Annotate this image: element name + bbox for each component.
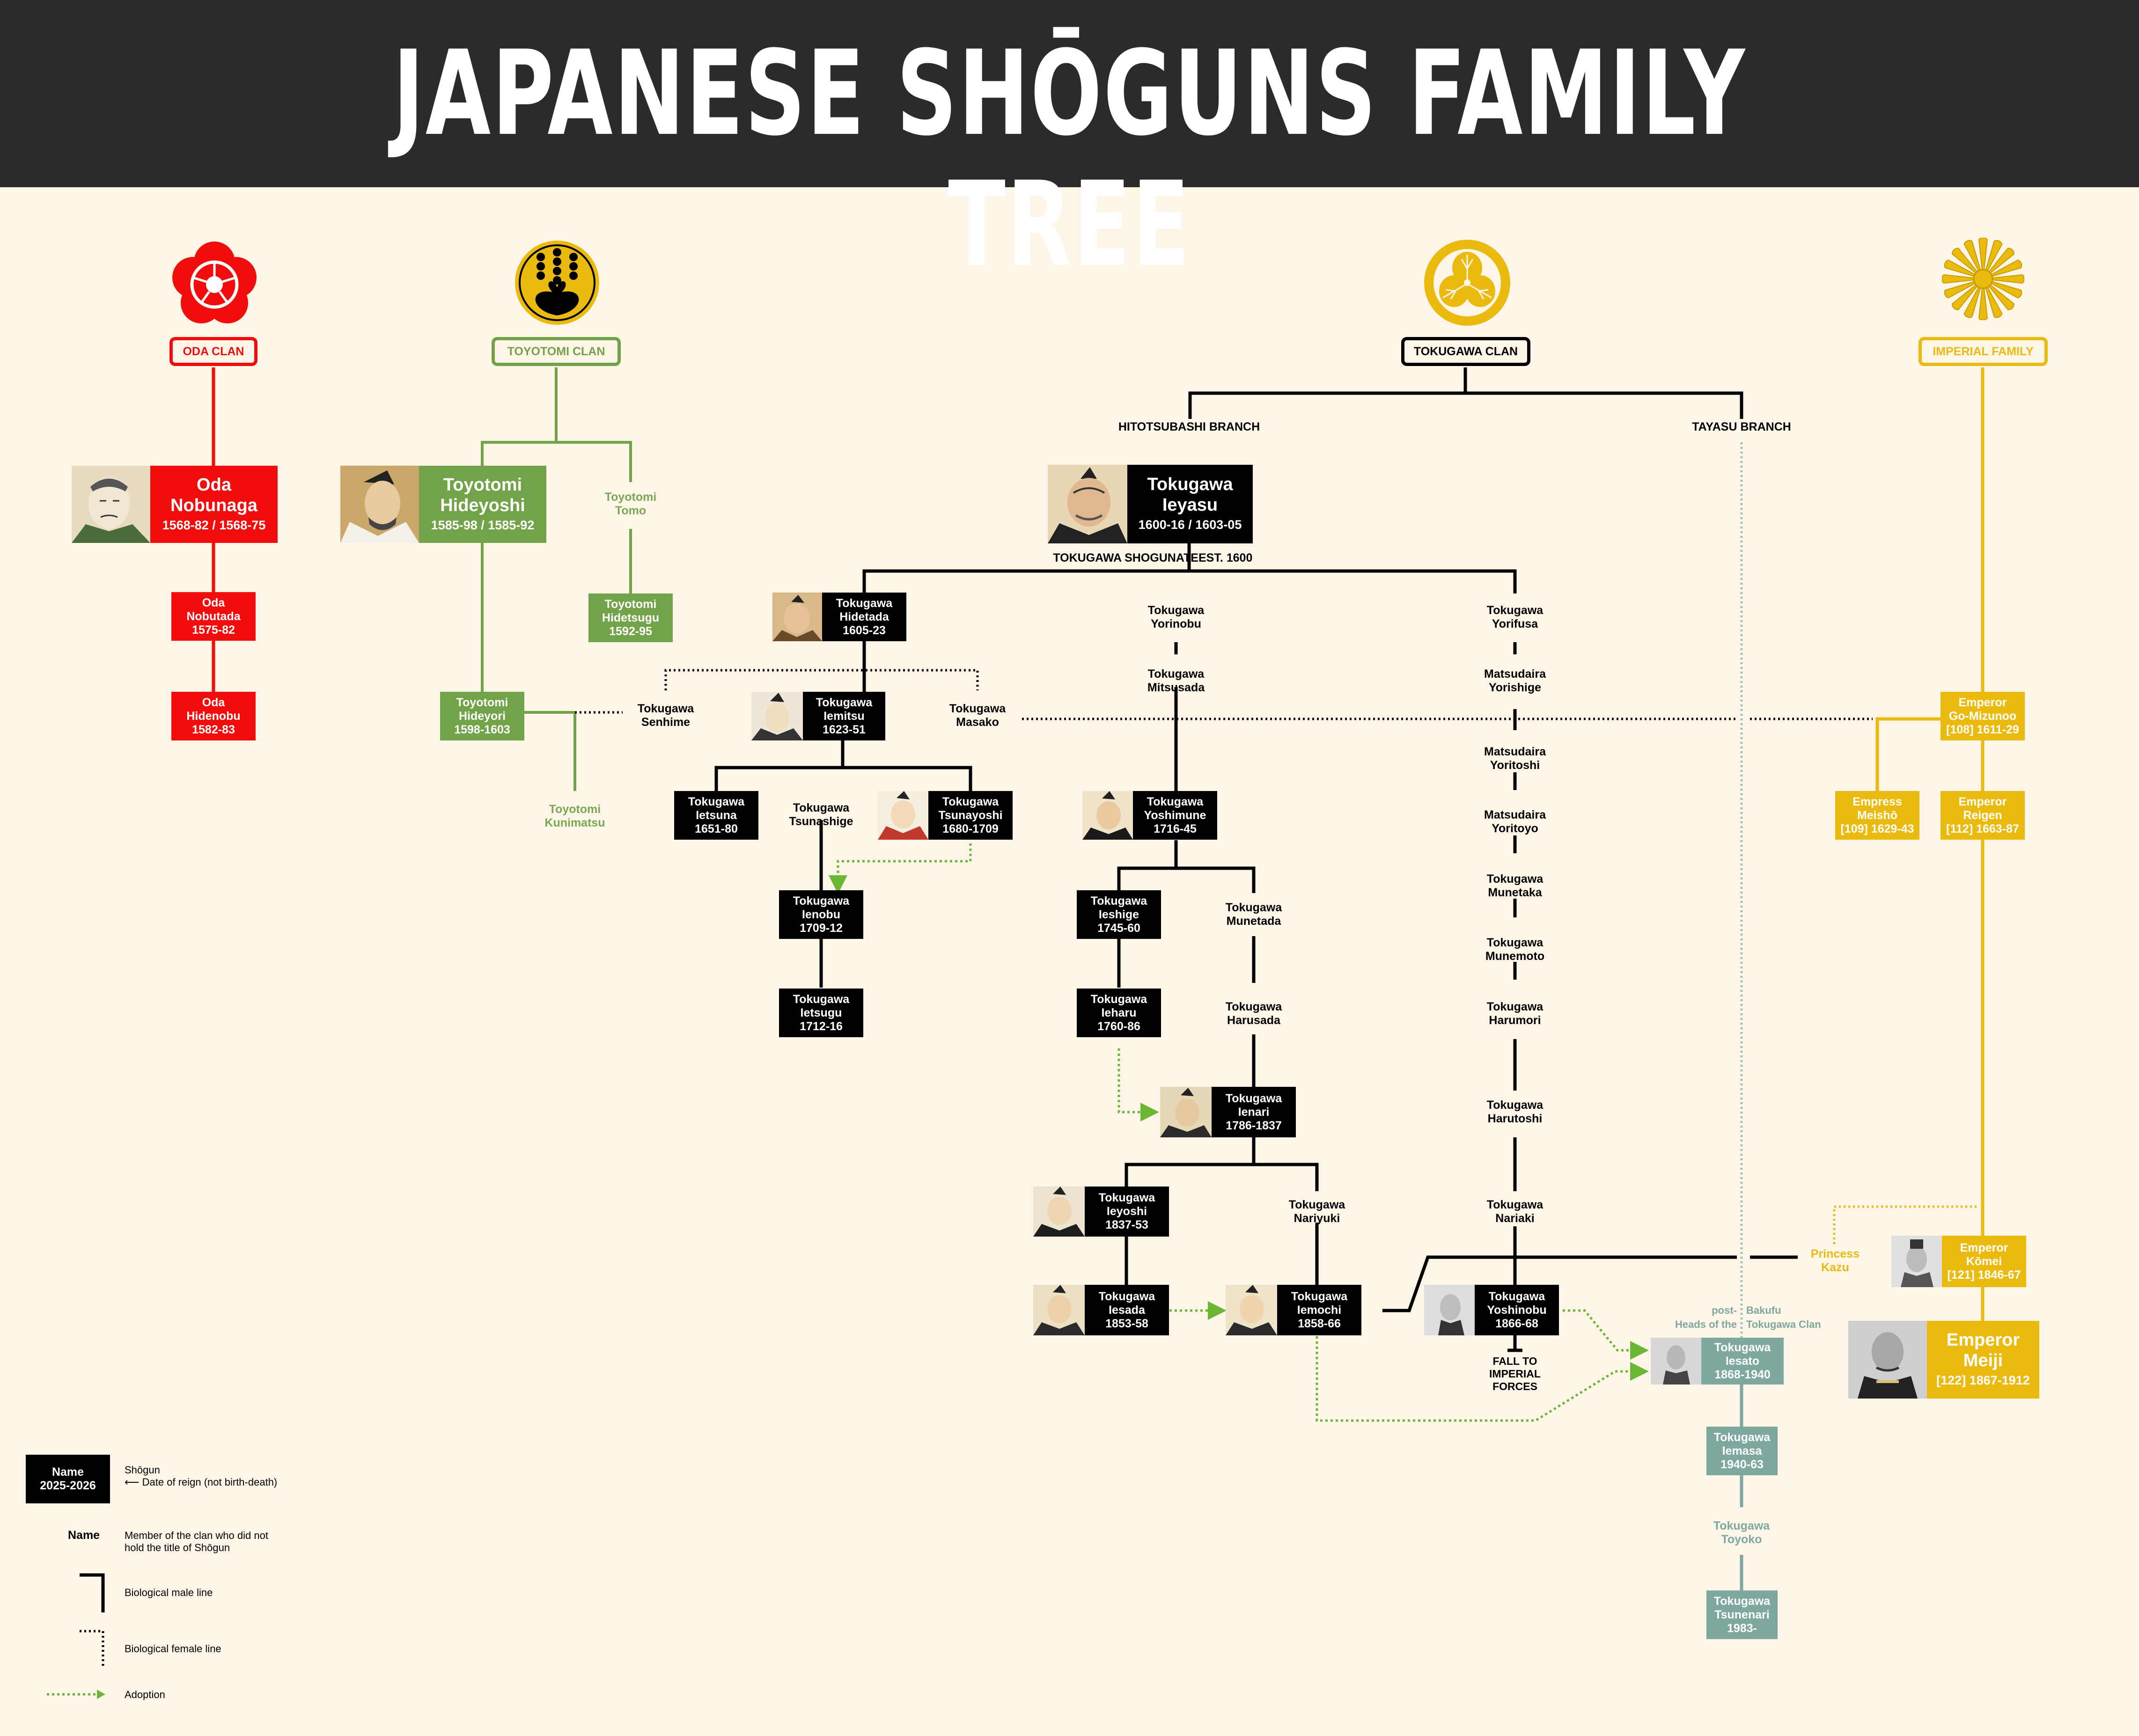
emperor-meiji-portrait (1848, 1321, 1927, 1399)
legend-male-line-text: Biological male line (125, 1587, 213, 1598)
oda-clan-label: ODA CLAN (169, 337, 257, 366)
tokugawa-iesada-portrait (1033, 1285, 1085, 1335)
hitotsubashi-branch-label: HITOTSUBASHI BRANCH (1118, 420, 1260, 433)
legend-female-line-text: Biological female line (125, 1643, 221, 1655)
legend-adoption-icon (47, 1690, 105, 1699)
legend-female-line-icon (80, 1630, 104, 1669)
tokugawa-tsunayoshi-portrait (878, 791, 928, 840)
tokugawa-iemitsu-portrait (751, 692, 803, 740)
legend-male-line-icon (80, 1573, 105, 1612)
tokugawa-ienari-portrait (1160, 1087, 1212, 1137)
header-bar (0, 0, 2139, 187)
page-title: JAPANESE SHŌGUNS FAMILY TREE (393, 25, 1746, 293)
toyotomi-hideyoshi-portrait (340, 466, 419, 543)
tokugawa-yoshinobu-portrait (1424, 1285, 1475, 1335)
shogunate-label: TOKUGAWA SHOGUNATE (1053, 551, 1198, 564)
imperial-family-label: IMPERIAL FAMILY (1918, 337, 2048, 366)
tokugawa-clan-label: TOKUGAWA CLAN (1401, 337, 1530, 366)
toyotomi-clan-label: TOYOTOMI CLAN (492, 337, 621, 366)
tokugawa-hidetada-portrait (772, 593, 822, 641)
legend-name-plain: Name (68, 1529, 100, 1542)
tokugawa-iesato-portrait (1651, 1338, 1701, 1384)
tayasu-branch-label: TAYASU BRANCH (1692, 420, 1791, 433)
tokugawa-iemochi-portrait (1226, 1285, 1277, 1335)
emperor-komei-portrait (1891, 1236, 1942, 1287)
tokugawa-ieyasu-portrait (1048, 465, 1127, 543)
oda-nobunaga-portrait (72, 466, 150, 543)
legend-shogun-text: Shōgun⟵ Date of reign (not birth-death) (125, 1464, 278, 1488)
post-heads-label: post-Heads of the (1675, 1304, 1737, 1330)
legend-adoption-text: Adoption (125, 1689, 165, 1700)
imperial-chrysanthemum-crest-icon (1942, 238, 2024, 320)
tokugawa-ieyoshi-portrait (1033, 1187, 1085, 1237)
oda-mokko-crest-icon (172, 242, 257, 323)
toyotomi-paulownia-crest-icon (515, 241, 599, 325)
est-label: EST. 1600 (1198, 551, 1253, 564)
tokugawa-yoshimune-portrait (1082, 791, 1133, 840)
tokugawa-hollyhock-crest-icon (1424, 240, 1510, 326)
